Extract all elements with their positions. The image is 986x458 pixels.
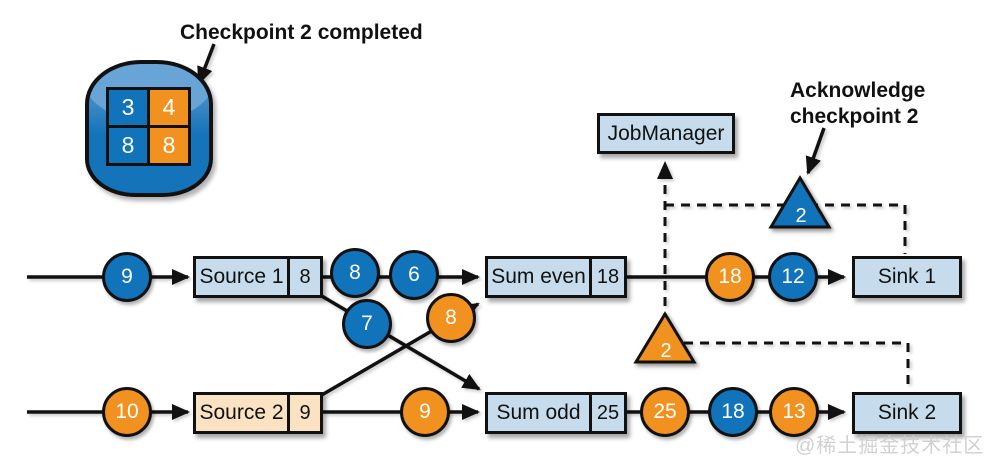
watermark: @稀土掘金技术社区 <box>795 435 985 457</box>
operator-sum-odd: Sum odd 25 <box>485 392 627 434</box>
operator-state: 8 <box>287 259 320 295</box>
barrier-triangle-even <box>768 175 832 229</box>
barrier-even-number: 2 <box>795 205 806 227</box>
record-circle: 13 <box>769 387 819 437</box>
state-cell: 4 <box>150 90 188 125</box>
checkpoint-state-grid: 3 4 8 8 <box>106 87 191 166</box>
barrier-path-to-sink1 <box>665 203 907 254</box>
operator-label: Sink 1 <box>877 265 937 288</box>
record-circle: 25 <box>640 387 690 437</box>
operator-source2: Source 2 9 <box>193 392 323 434</box>
record-circle: 7 <box>342 299 392 349</box>
operator-state: 18 <box>589 259 624 295</box>
record-circle: 9 <box>102 252 152 302</box>
operator-label: Sink 2 <box>877 401 937 424</box>
operator-label: Source 2 <box>199 401 284 424</box>
acknowledge-arrow <box>805 127 826 175</box>
checkpoint-completed-label: Checkpoint 2 completed <box>180 21 423 44</box>
record-circle: 18 <box>708 387 758 437</box>
operator-label: Sum odd <box>496 401 581 424</box>
barrier-odd-number: 2 <box>660 340 671 362</box>
record-circle: 8 <box>330 248 380 298</box>
operator-label: Sum even <box>491 265 586 288</box>
barrier-triangle-odd <box>633 311 697 364</box>
record-circle: 18 <box>705 252 755 302</box>
record-circle: 12 <box>768 252 818 302</box>
operator-source1: Source 1 8 <box>193 256 323 298</box>
checkpoint-dashed-paths <box>657 161 910 390</box>
operator-sum-even: Sum even 18 <box>485 256 627 298</box>
state-cell: 8 <box>109 128 147 163</box>
acknowledge-label: Acknowledge checkpoint 2 <box>790 79 926 129</box>
record-circle: 6 <box>389 250 439 300</box>
state-cell: 8 <box>150 128 188 163</box>
operator-sink1: Sink 1 <box>852 256 962 298</box>
jobmanager-box: JobManager <box>597 113 735 154</box>
record-circle: 9 <box>400 387 450 437</box>
record-circle: 10 <box>102 387 152 437</box>
state-cell: 3 <box>109 90 147 125</box>
operator-state: 25 <box>589 395 624 431</box>
checkpoint-storage-cylinder: 3 4 8 8 <box>85 60 213 197</box>
record-circle: 8 <box>426 293 476 343</box>
operator-sink2: Sink 2 <box>852 392 962 434</box>
barrier-path-to-sink2 <box>668 341 910 390</box>
operator-state: 9 <box>287 395 320 431</box>
operator-label: Source 1 <box>199 265 284 288</box>
